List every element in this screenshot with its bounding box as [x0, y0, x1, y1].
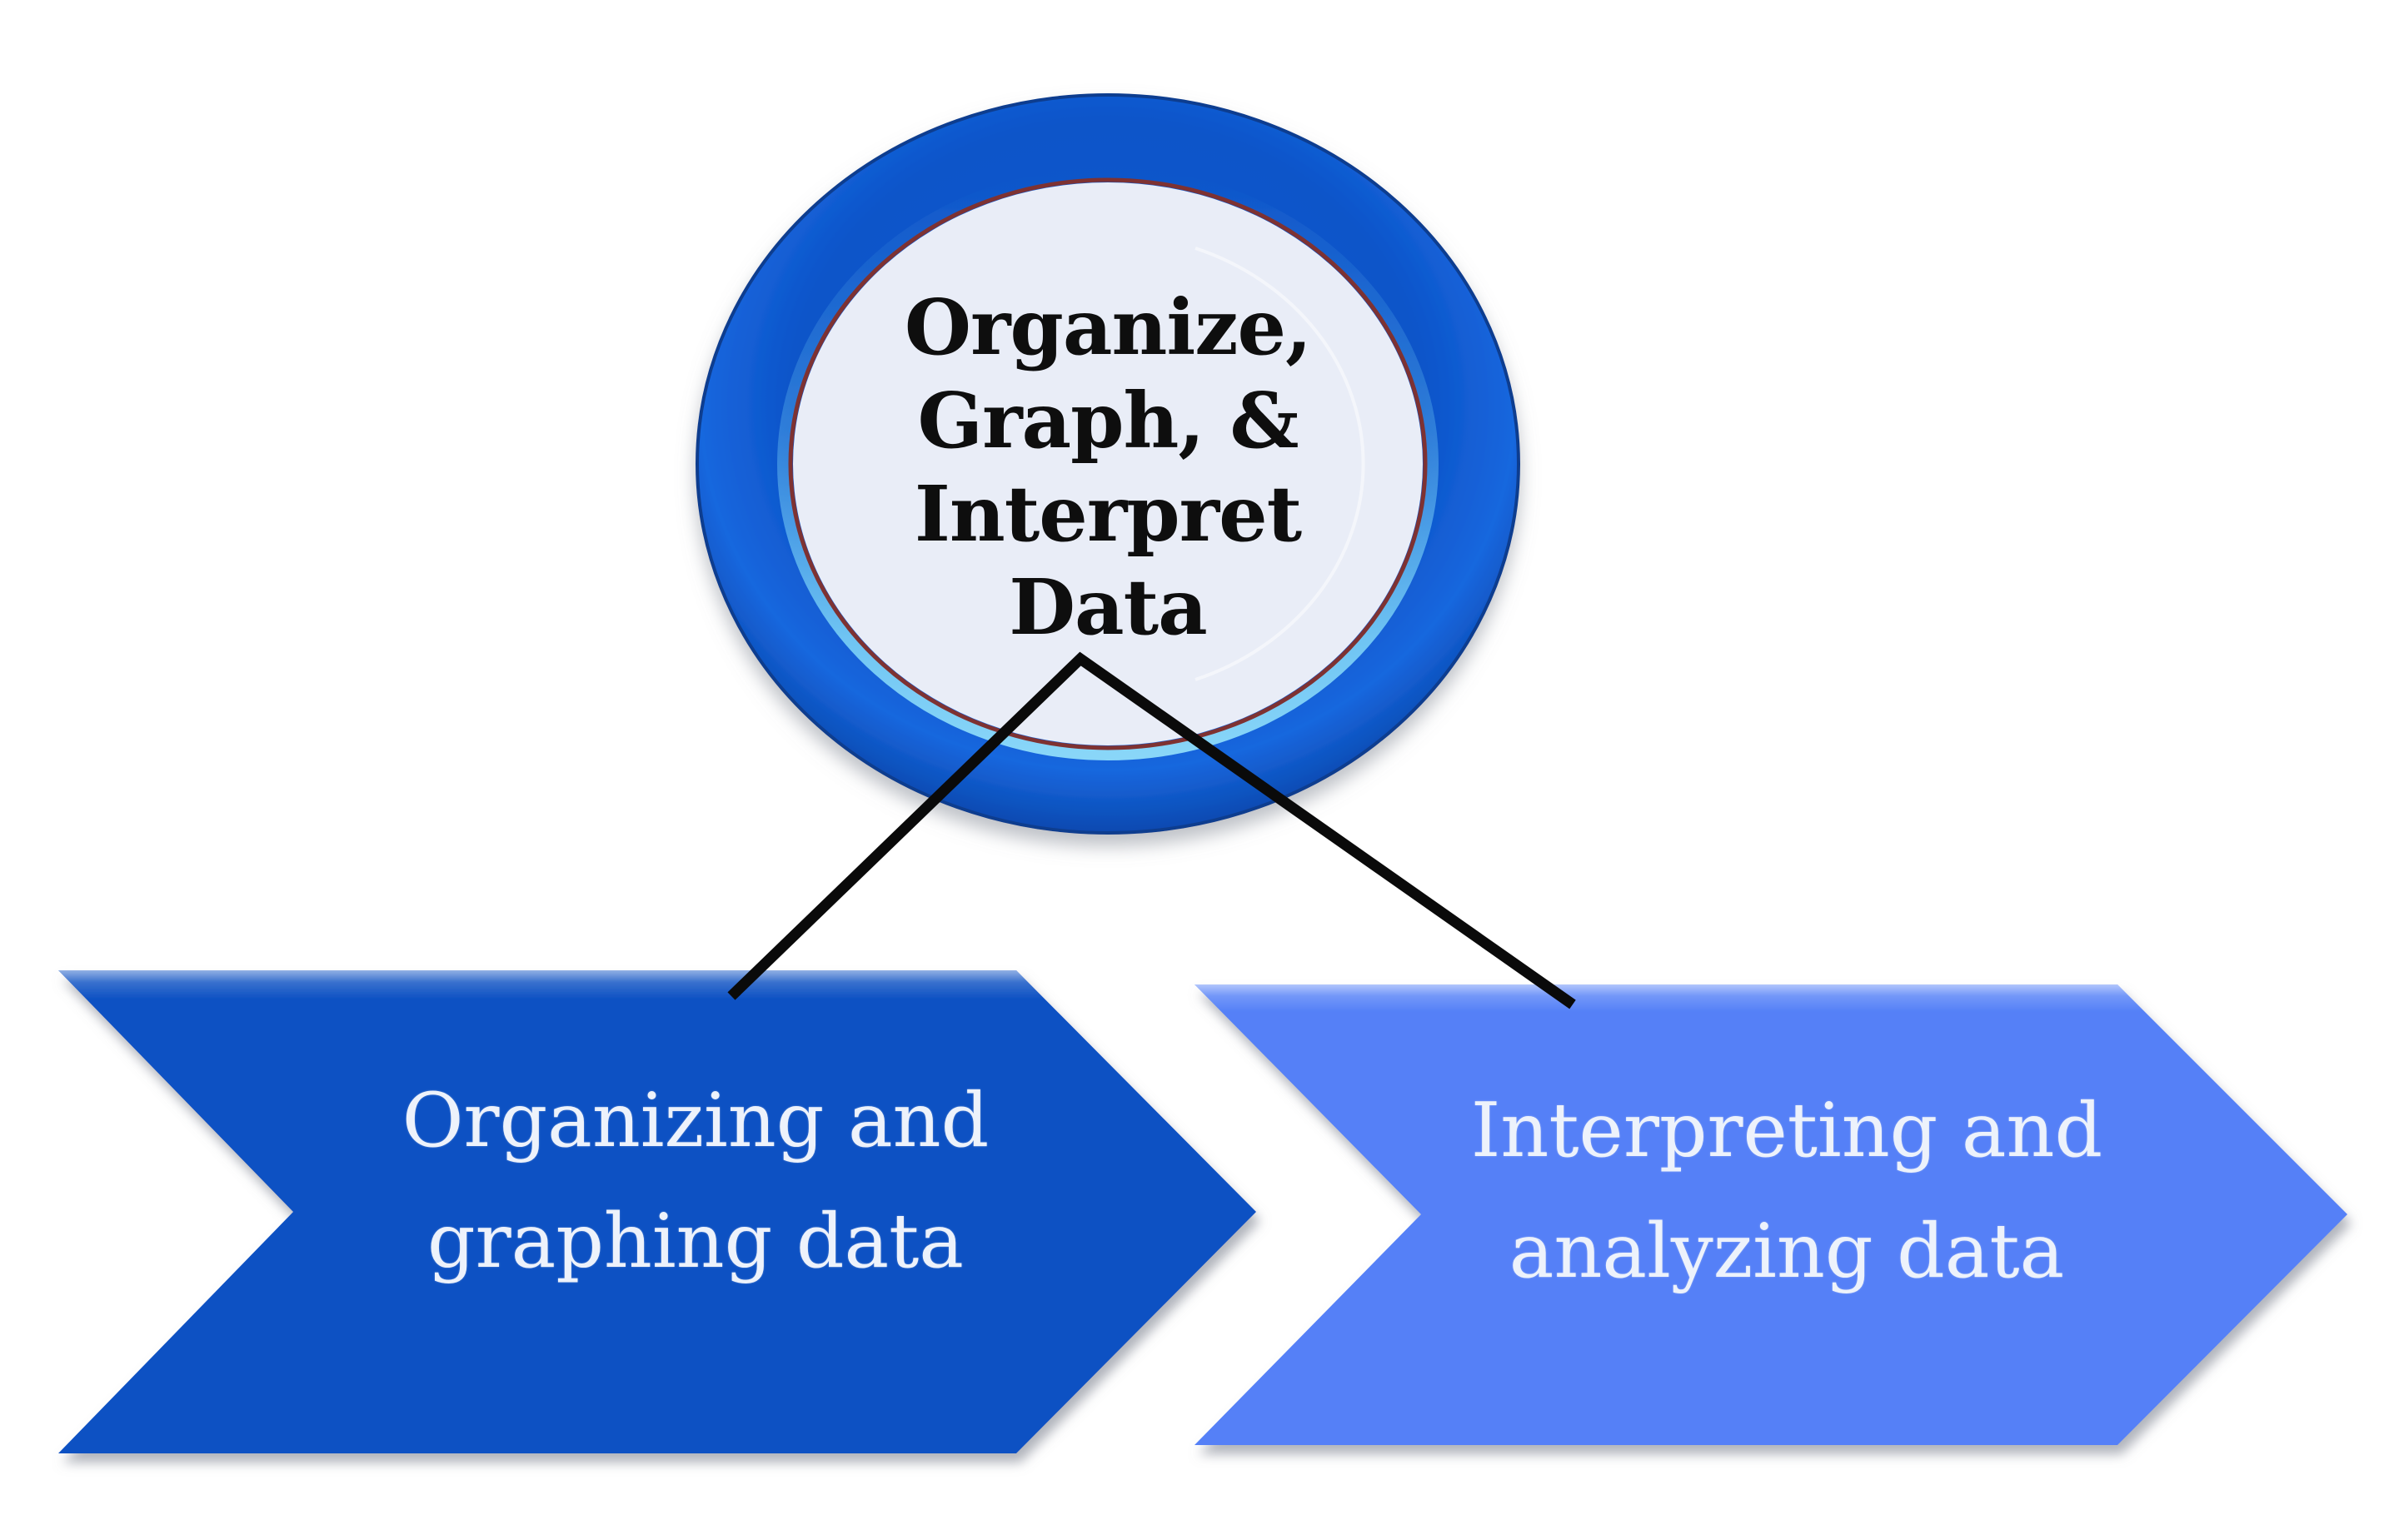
center-circle-shape — [696, 93, 1520, 835]
right-arrow-label-line-1: Interpreting and — [1470, 1087, 2103, 1174]
right-arrow-shape — [1195, 984, 2347, 1445]
connector-lines — [727, 651, 1576, 1009]
right-arrow-label: Interpreting and analyzing data — [1412, 1070, 2162, 1312]
circle-label-line-3: Interpret — [914, 469, 1302, 559]
left-arrow-label: Organizing and graphing data — [275, 1060, 1116, 1302]
right-arrow-label-line-2: analyzing data — [1509, 1208, 2065, 1295]
left-arrow-shape — [58, 970, 1256, 1453]
circle-inner-fill — [793, 182, 1423, 745]
circle-plate-highlight-arc — [1195, 247, 1365, 681]
circle-label-line-2: Graph, & — [917, 376, 1299, 466]
right-arrow-gloss — [1195, 984, 2347, 1445]
circle-ring-highlight — [777, 167, 1439, 760]
left-arrow-label-line-1: Organizing and — [401, 1077, 990, 1164]
left-arrow-label-line-2: graphing data — [427, 1198, 964, 1285]
circle-label-line-4: Data — [1009, 562, 1208, 652]
circle-label-line-1: Organize, — [904, 282, 1312, 372]
circle-thin-maroon-ring — [788, 177, 1428, 750]
center-circle-label: Organize, Graph, & Interpret Data — [775, 281, 1441, 654]
left-arrow-gloss — [58, 970, 1256, 1453]
